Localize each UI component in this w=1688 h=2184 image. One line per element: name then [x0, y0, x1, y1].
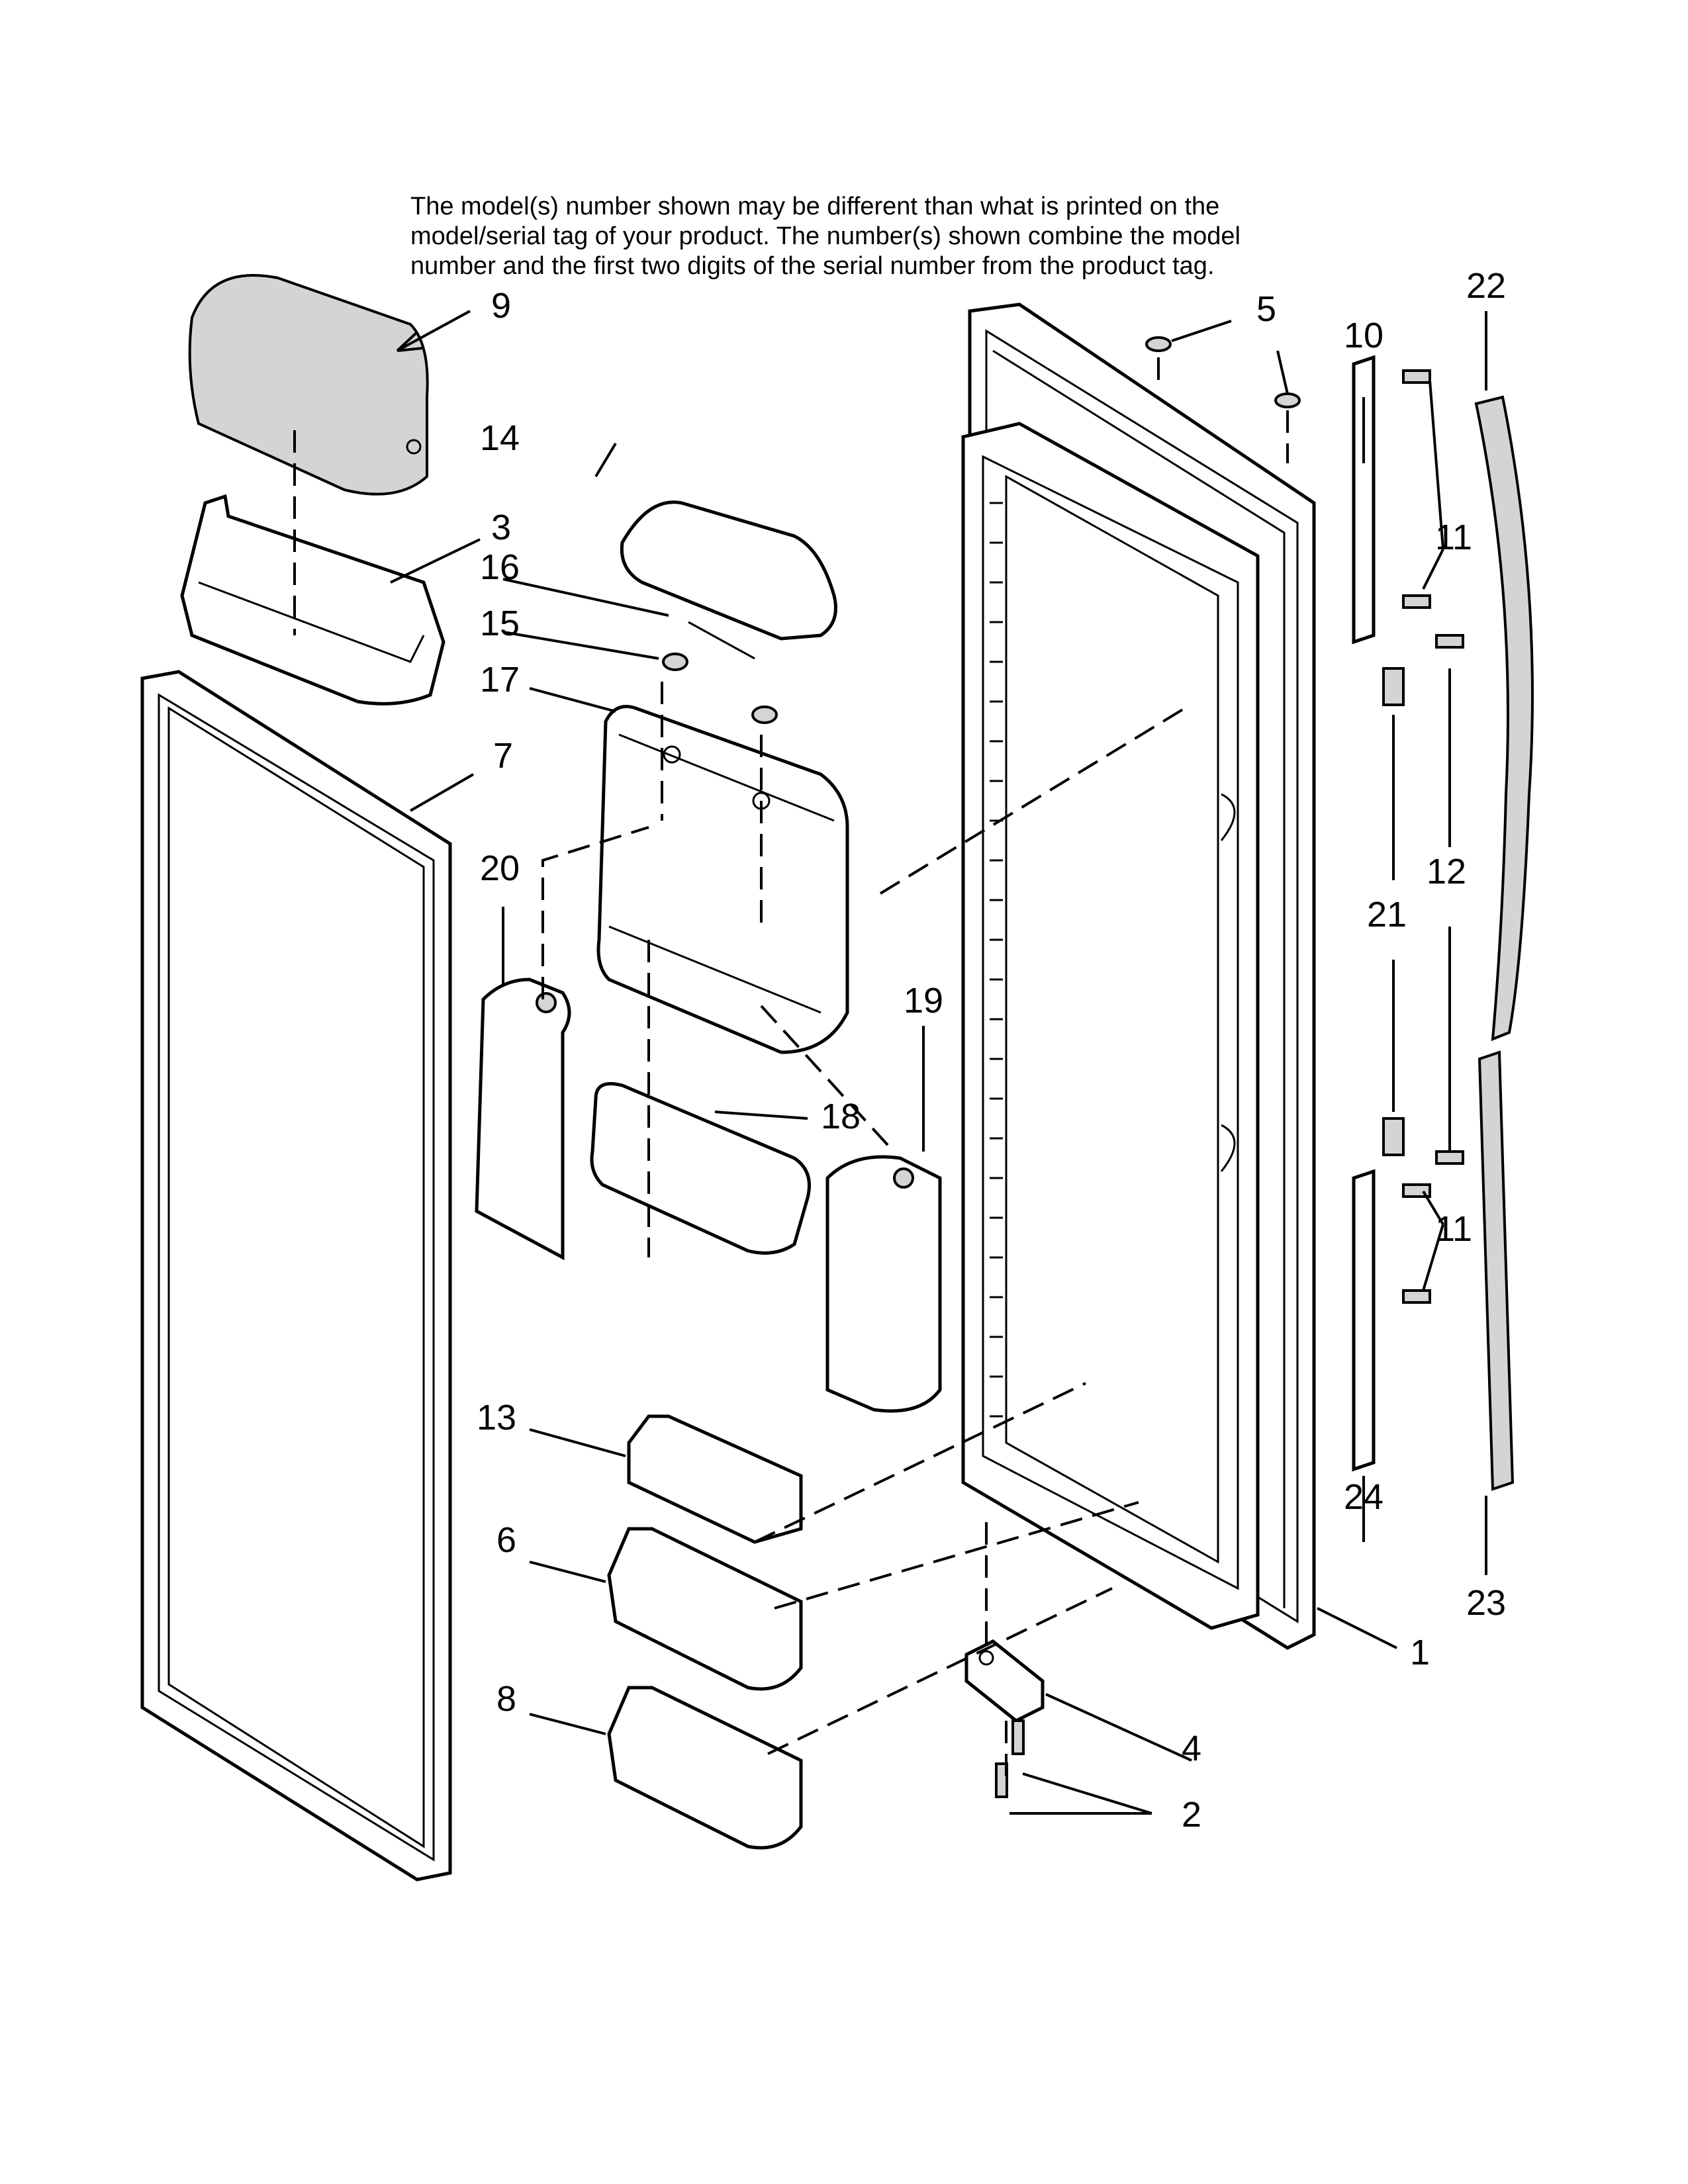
pin-15-part: [662, 653, 778, 724]
leader-arrows: [390, 310, 1487, 1815]
bin-13-part: [627, 1414, 803, 1544]
label-18: 18: [821, 1097, 861, 1136]
label-1: 1: [1410, 1633, 1430, 1672]
handle-22-part: [1474, 395, 1534, 1042]
label-9: 9: [491, 286, 511, 326]
clip-21-part: [1382, 667, 1405, 1156]
bin-18-part: [590, 1082, 811, 1255]
part-labels: 1 2 3 4 5 6 7 8 9 10 11 11 12 13 14 15 1…: [477, 266, 1506, 1835]
label-16: 16: [480, 547, 520, 587]
disclaimer-line-2: model/serial tag of your product. The nu…: [410, 222, 1241, 250]
disclaimer-line-1: The model(s) number shown may be differe…: [410, 193, 1220, 220]
disclaimer-text: The model(s) number shown may be differe…: [410, 192, 1403, 281]
label-3: 3: [491, 508, 511, 547]
lid-14-part: [620, 500, 837, 641]
label-10: 10: [1344, 316, 1383, 355]
screw-11-part: [1402, 369, 1431, 1304]
label-11-lower: 11: [1435, 1209, 1472, 1249]
label-6: 6: [496, 1520, 516, 1560]
disclaimer-line-3: number and the first two digits of the s…: [410, 252, 1215, 280]
label-13: 13: [477, 1398, 516, 1437]
label-14: 14: [480, 418, 520, 458]
label-11-upper: 11: [1435, 518, 1472, 557]
cover-19-part: [825, 1155, 942, 1413]
label-12: 12: [1427, 852, 1466, 891]
bin-3-part: [180, 494, 445, 705]
bin-8-part: [607, 1686, 803, 1850]
label-7: 7: [493, 736, 513, 776]
label-19: 19: [904, 981, 943, 1021]
hinge-4-part: [964, 1639, 1045, 1723]
plug-5-part: [1145, 336, 1301, 408]
label-5: 5: [1256, 289, 1276, 329]
label-21: 21: [1367, 895, 1407, 934]
trim-10-part: [1352, 355, 1376, 645]
label-15: 15: [480, 604, 520, 643]
trim-23-part: [1477, 1050, 1515, 1491]
trim-24-part: [1352, 1169, 1376, 1472]
rod-16-part: [688, 621, 755, 660]
door-shelf-notches: [990, 502, 1003, 1418]
gasket-part: [140, 670, 452, 1882]
label-4: 4: [1182, 1729, 1201, 1768]
label-22: 22: [1466, 266, 1506, 306]
cover-20-part: [475, 978, 571, 1261]
label-20: 20: [480, 848, 520, 888]
label-2: 2: [1182, 1795, 1201, 1835]
screw-2-part: [995, 1719, 1025, 1798]
dispenser-bin-17-part: [596, 705, 849, 1054]
door-part: [961, 302, 1316, 1650]
cover-9-part: [188, 274, 429, 496]
label-8: 8: [496, 1679, 516, 1719]
bin-6-part: [607, 1527, 803, 1691]
label-24: 24: [1344, 1477, 1383, 1517]
label-23: 23: [1466, 1583, 1506, 1623]
assembly-lines: [293, 357, 1289, 1780]
label-17: 17: [480, 660, 520, 700]
